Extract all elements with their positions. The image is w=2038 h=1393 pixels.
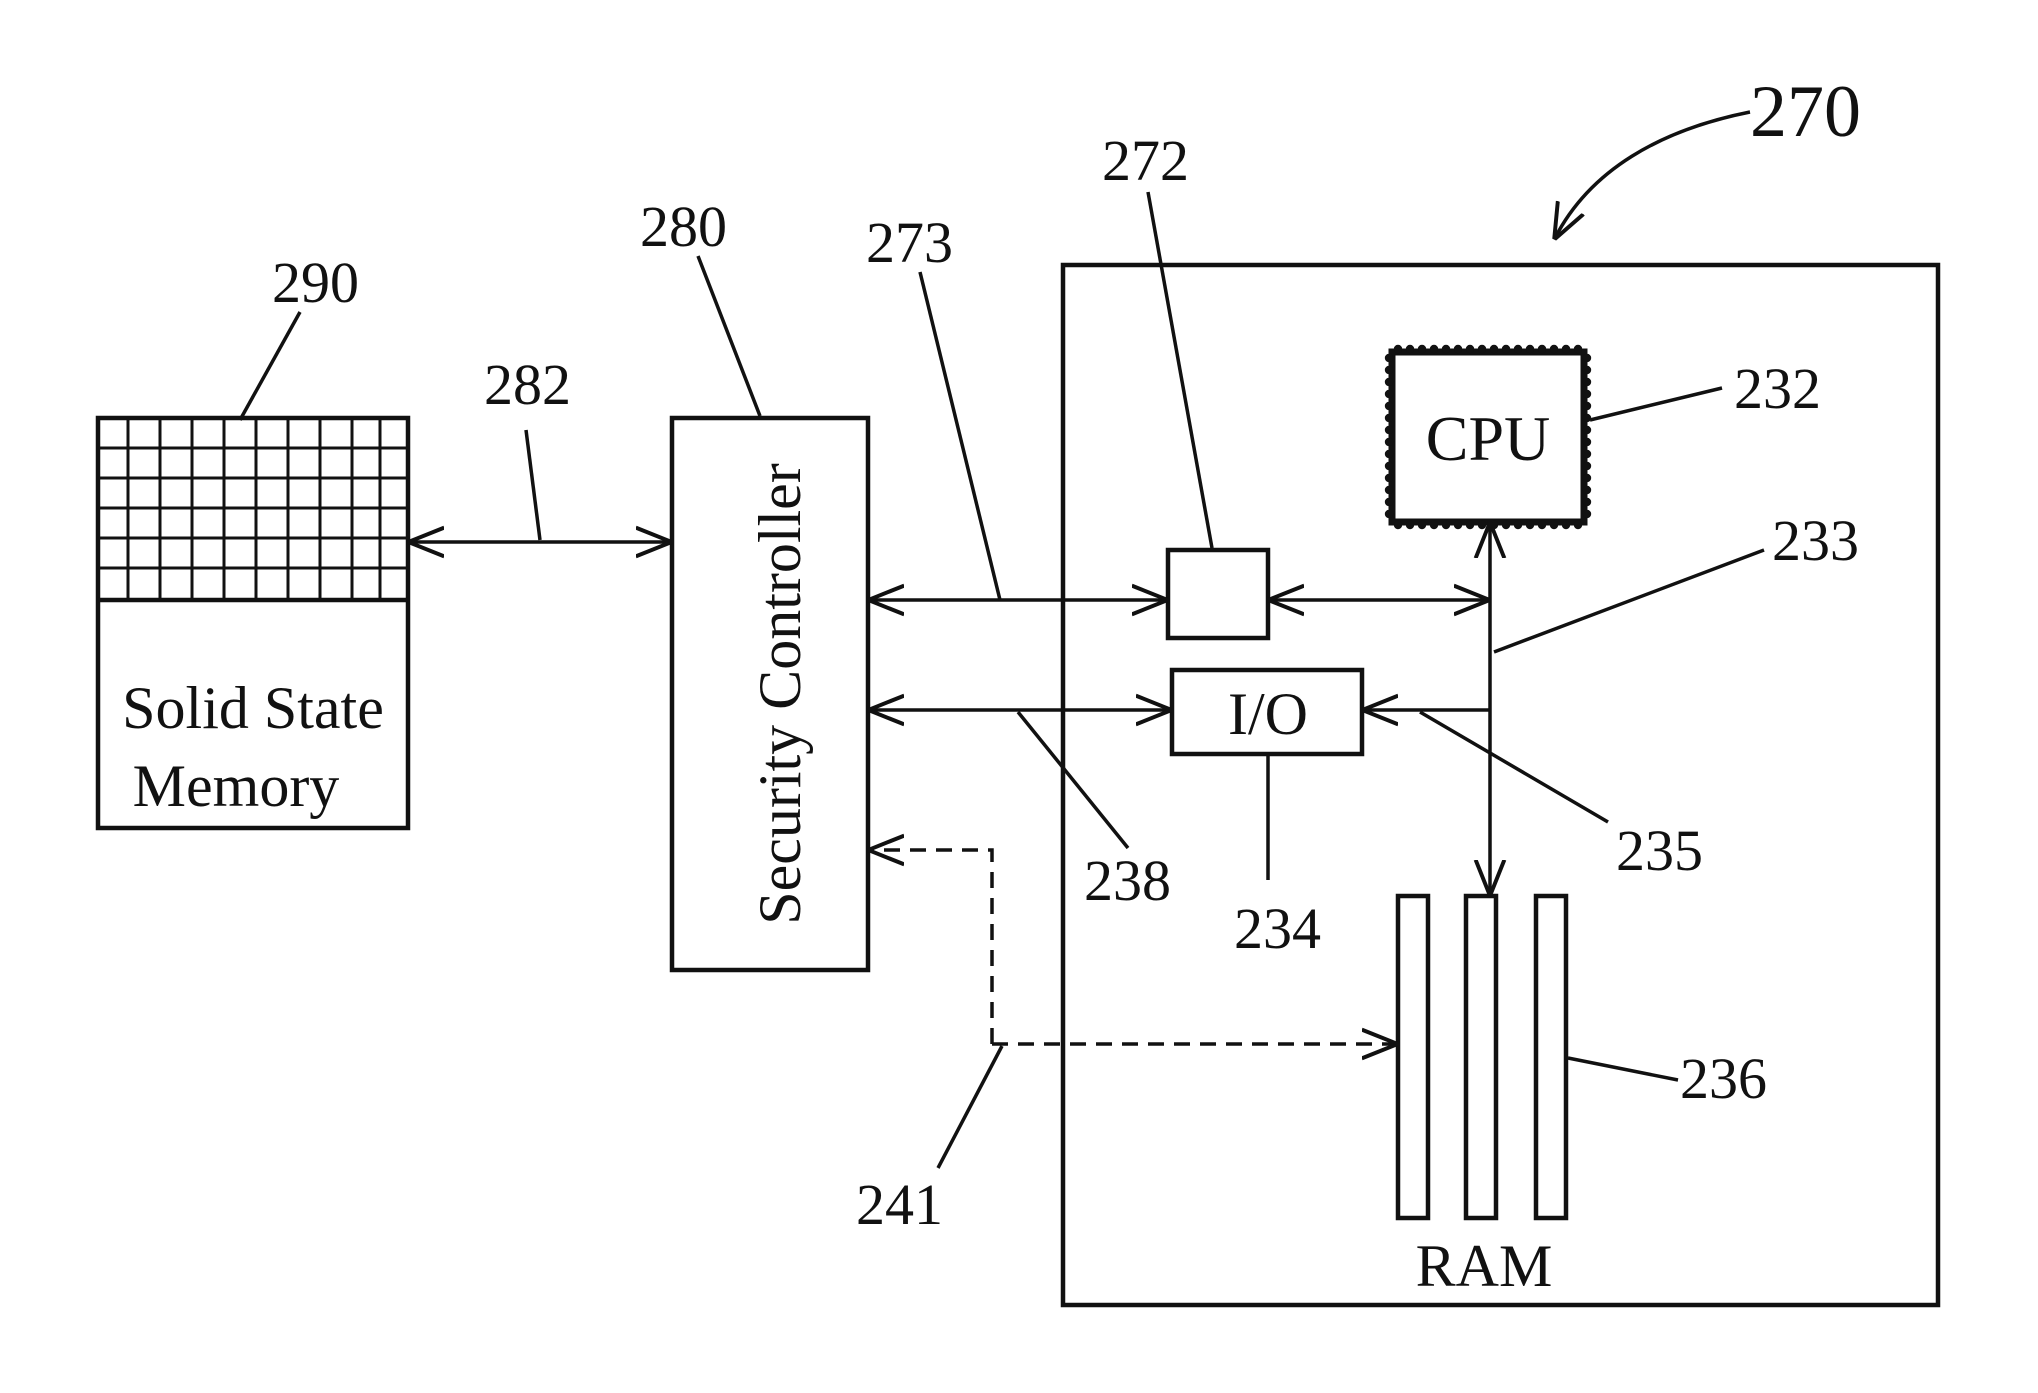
cpu-pin <box>1385 390 1393 398</box>
cpu-pin <box>1583 426 1591 434</box>
cpu-pin <box>1430 521 1438 529</box>
leader-241 <box>938 1046 1002 1168</box>
cpu-pin <box>1466 345 1474 353</box>
cpu-pin <box>1583 486 1591 494</box>
cpu-pin <box>1538 345 1546 353</box>
cpu-pin <box>1538 521 1546 529</box>
cpu-pin <box>1385 438 1393 446</box>
cpu-pin <box>1562 521 1570 529</box>
solid-state-memory: Solid State Memory <box>98 418 408 828</box>
cpu-pin <box>1418 521 1426 529</box>
cpu-pin <box>1394 521 1402 529</box>
cpu-pin <box>1583 354 1591 362</box>
ref-273: 273 <box>866 210 953 275</box>
cpu-pin <box>1442 345 1450 353</box>
cpu-pin <box>1526 345 1534 353</box>
solid-state-label-line1: Solid State <box>122 675 384 741</box>
ref-238: 238 <box>1084 848 1171 913</box>
io-block: I/O <box>1172 670 1362 754</box>
ref-235: 235 <box>1616 818 1703 883</box>
cpu-pin <box>1478 521 1486 529</box>
cpu-pin <box>1562 345 1570 353</box>
cpu-pin <box>1385 450 1393 458</box>
cpu-pin <box>1385 414 1393 422</box>
solid-state-label-line2: Memory <box>133 753 340 819</box>
cpu-pin <box>1583 462 1591 470</box>
leader-273 <box>920 272 1000 600</box>
leader-282 <box>526 430 540 540</box>
cpu-pin <box>1583 510 1591 518</box>
cpu-pin <box>1583 378 1591 386</box>
cpu-pin <box>1385 486 1393 494</box>
cpu-pin <box>1430 345 1438 353</box>
cpu-pin <box>1406 345 1414 353</box>
ram-module-3 <box>1536 896 1566 1218</box>
cpu-pin <box>1490 345 1498 353</box>
ref-234: 234 <box>1234 896 1321 961</box>
ref-290: 290 <box>272 250 359 315</box>
cpu-pin <box>1385 378 1393 386</box>
cpu-pin <box>1385 402 1393 410</box>
ref-270: 270 <box>1750 71 1861 153</box>
dma-path-241 <box>870 850 992 1044</box>
cpu-pin <box>1385 474 1393 482</box>
cpu-pin <box>1583 438 1591 446</box>
cpu-pin <box>1418 345 1426 353</box>
cpu-pin <box>1550 521 1558 529</box>
cpu-pin <box>1406 521 1414 529</box>
leader-290 <box>240 312 300 420</box>
cpu-pin <box>1385 426 1393 434</box>
ram-modules: RAM <box>1398 896 1566 1299</box>
cpu-pin <box>1526 521 1534 529</box>
cpu-pin <box>1583 474 1591 482</box>
ref-232: 232 <box>1734 356 1821 421</box>
cpu-pin <box>1442 521 1450 529</box>
cpu-pin <box>1583 390 1591 398</box>
cpu-block: CPU <box>1385 345 1591 529</box>
ref-280: 280 <box>640 194 727 259</box>
security-controller: Security Controller <box>672 418 868 970</box>
cpu-pin <box>1583 366 1591 374</box>
leader-280 <box>698 256 760 416</box>
cpu-pin <box>1583 450 1591 458</box>
cpu-label: CPU <box>1426 403 1551 474</box>
io-label: I/O <box>1228 681 1308 747</box>
cpu-pin <box>1466 521 1474 529</box>
cpu-pin <box>1394 345 1402 353</box>
cpu-pin <box>1454 521 1462 529</box>
cpu-pin <box>1514 345 1522 353</box>
cpu-pin <box>1550 345 1558 353</box>
cpu-pin <box>1583 498 1591 506</box>
ref-236: 236 <box>1680 1046 1767 1111</box>
leader-270 <box>1555 112 1750 238</box>
security-controller-label: Security Controller <box>747 463 813 925</box>
ref-233: 233 <box>1772 508 1859 573</box>
component-272-box <box>1168 550 1268 638</box>
cpu-pin <box>1502 521 1510 529</box>
ref-241: 241 <box>856 1172 943 1237</box>
cpu-pin <box>1385 462 1393 470</box>
ram-label: RAM <box>1416 1233 1553 1299</box>
cpu-pin <box>1478 345 1486 353</box>
ram-module-1 <box>1398 896 1428 1218</box>
cpu-pin <box>1574 521 1582 529</box>
cpu-pin <box>1454 345 1462 353</box>
cpu-pin <box>1385 366 1393 374</box>
ref-272: 272 <box>1102 128 1189 193</box>
cpu-pin <box>1385 510 1393 518</box>
cpu-pin <box>1385 354 1393 362</box>
ram-module-2 <box>1466 896 1496 1218</box>
ref-282: 282 <box>484 352 571 417</box>
cpu-pin <box>1502 345 1510 353</box>
cpu-pin <box>1583 414 1591 422</box>
cpu-pin <box>1385 498 1393 506</box>
cpu-pin <box>1514 521 1522 529</box>
cpu-pin <box>1583 402 1591 410</box>
cpu-pin <box>1574 345 1582 353</box>
